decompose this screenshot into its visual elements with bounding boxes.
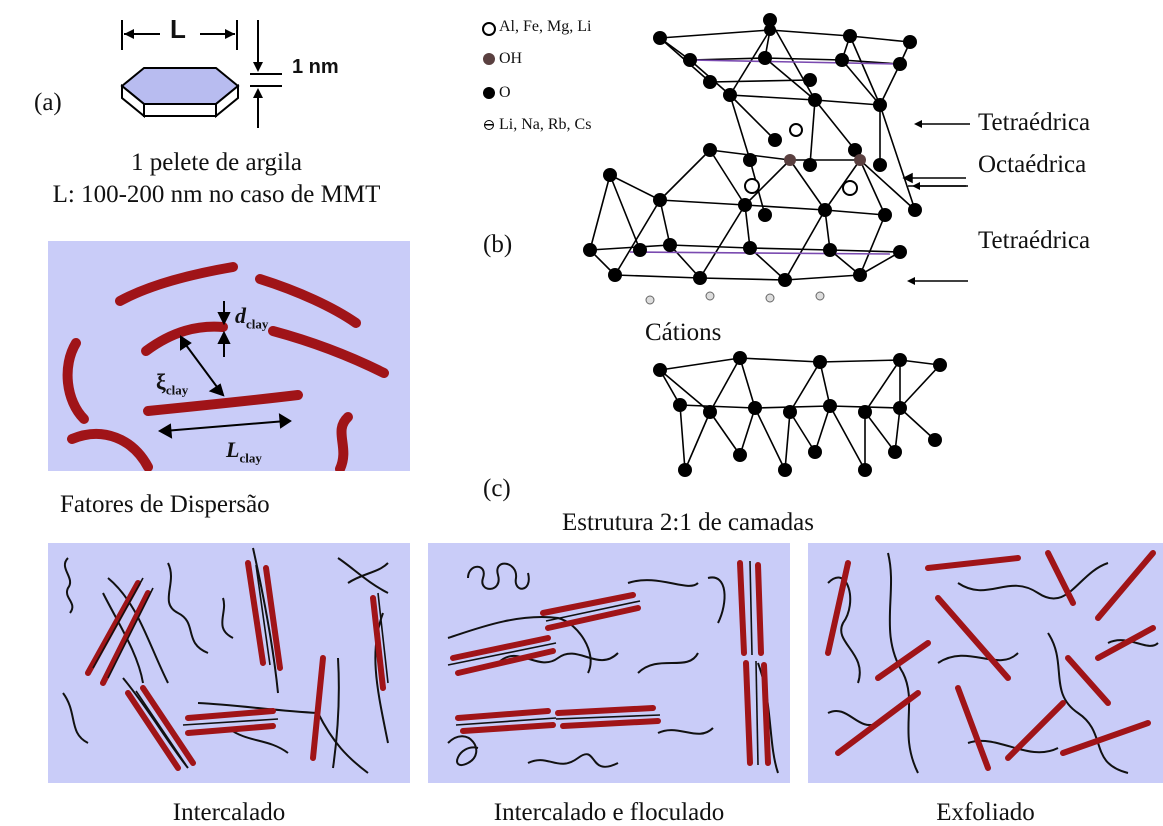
arrow-tetrahedral-bottom (907, 277, 968, 285)
panel-a-letter: (a) (34, 89, 62, 116)
exfoliated-diagram (825, 550, 1159, 774)
thickness-label: 1 nm (292, 56, 339, 78)
legend-label: OH (499, 50, 523, 67)
layer-label-tetra-bottom: Tetraédrica (978, 227, 1091, 254)
dispersion-caption: Fatores de Dispersão (60, 491, 270, 518)
l-clay-label: Lclay (226, 437, 262, 466)
legend-label: Al, Fe, Mg, Li (499, 18, 592, 35)
open-circle-icon (482, 22, 496, 36)
platelet (141, 321, 228, 356)
crossed-circle-icon (484, 120, 494, 130)
panel-b-letter: (b) (483, 231, 513, 258)
platelet-caption-1: 1 pelete de argila (131, 149, 302, 176)
morphology-intercalated (48, 543, 410, 783)
morphology-intercalated-flocculated (428, 543, 790, 783)
label-intercalated: Intercalado (172, 799, 286, 826)
layer-structure-diagram (583, 13, 922, 305)
legend-label: Li, Na, Rb, Cs (499, 116, 592, 133)
length-label: L (168, 14, 188, 45)
layer-label-tetra-top: Tetraédrica (978, 109, 1091, 136)
single-layer-diagram (653, 351, 947, 477)
arrow-tetrahedral-top (914, 120, 970, 128)
cations-label: Cátions (645, 319, 722, 346)
platelet (268, 326, 389, 378)
layer-label-octa: Octaédrica (978, 151, 1087, 178)
intercalated-diagram (62, 547, 389, 774)
platelet (67, 429, 153, 471)
arrow-octahedral (912, 182, 968, 190)
label-intercalated-flocculated: Intercalado e floculado (493, 799, 725, 826)
panel-a: (a) L 1 nm 1 pelete de argila L: 100-200… (0, 0, 430, 230)
platelet (255, 274, 361, 328)
platelet (335, 412, 353, 471)
black-dot-icon (483, 87, 495, 99)
panel-c-caption: Estrutura 2:1 de camadas (562, 509, 814, 536)
label-exfoliated: Exfoliado (936, 799, 1035, 826)
clay-platelet-icon (120, 20, 282, 128)
gray-dot-icon (483, 53, 495, 65)
panel-c-letter: (c) (483, 475, 511, 502)
d-clay-label: dclay (235, 303, 269, 332)
atom-legend: Al, Fe, Mg, Li OH O Li, Na, Rb, Cs (482, 12, 652, 162)
platelet (115, 262, 238, 306)
dispersion-diagram (62, 262, 389, 471)
platelet (62, 338, 89, 424)
morphology-exfoliated (808, 543, 1163, 783)
dispersion-factors-panel: dclay ξclay Lclay (48, 241, 410, 471)
intercalated-flocculated-diagram (447, 560, 779, 774)
legend-label: O (499, 84, 511, 101)
xi-clay-label: ξclay (156, 369, 189, 398)
platelet-caption-2: L: 100-200 nm no caso de MMT (52, 181, 381, 208)
platelet (143, 390, 303, 416)
